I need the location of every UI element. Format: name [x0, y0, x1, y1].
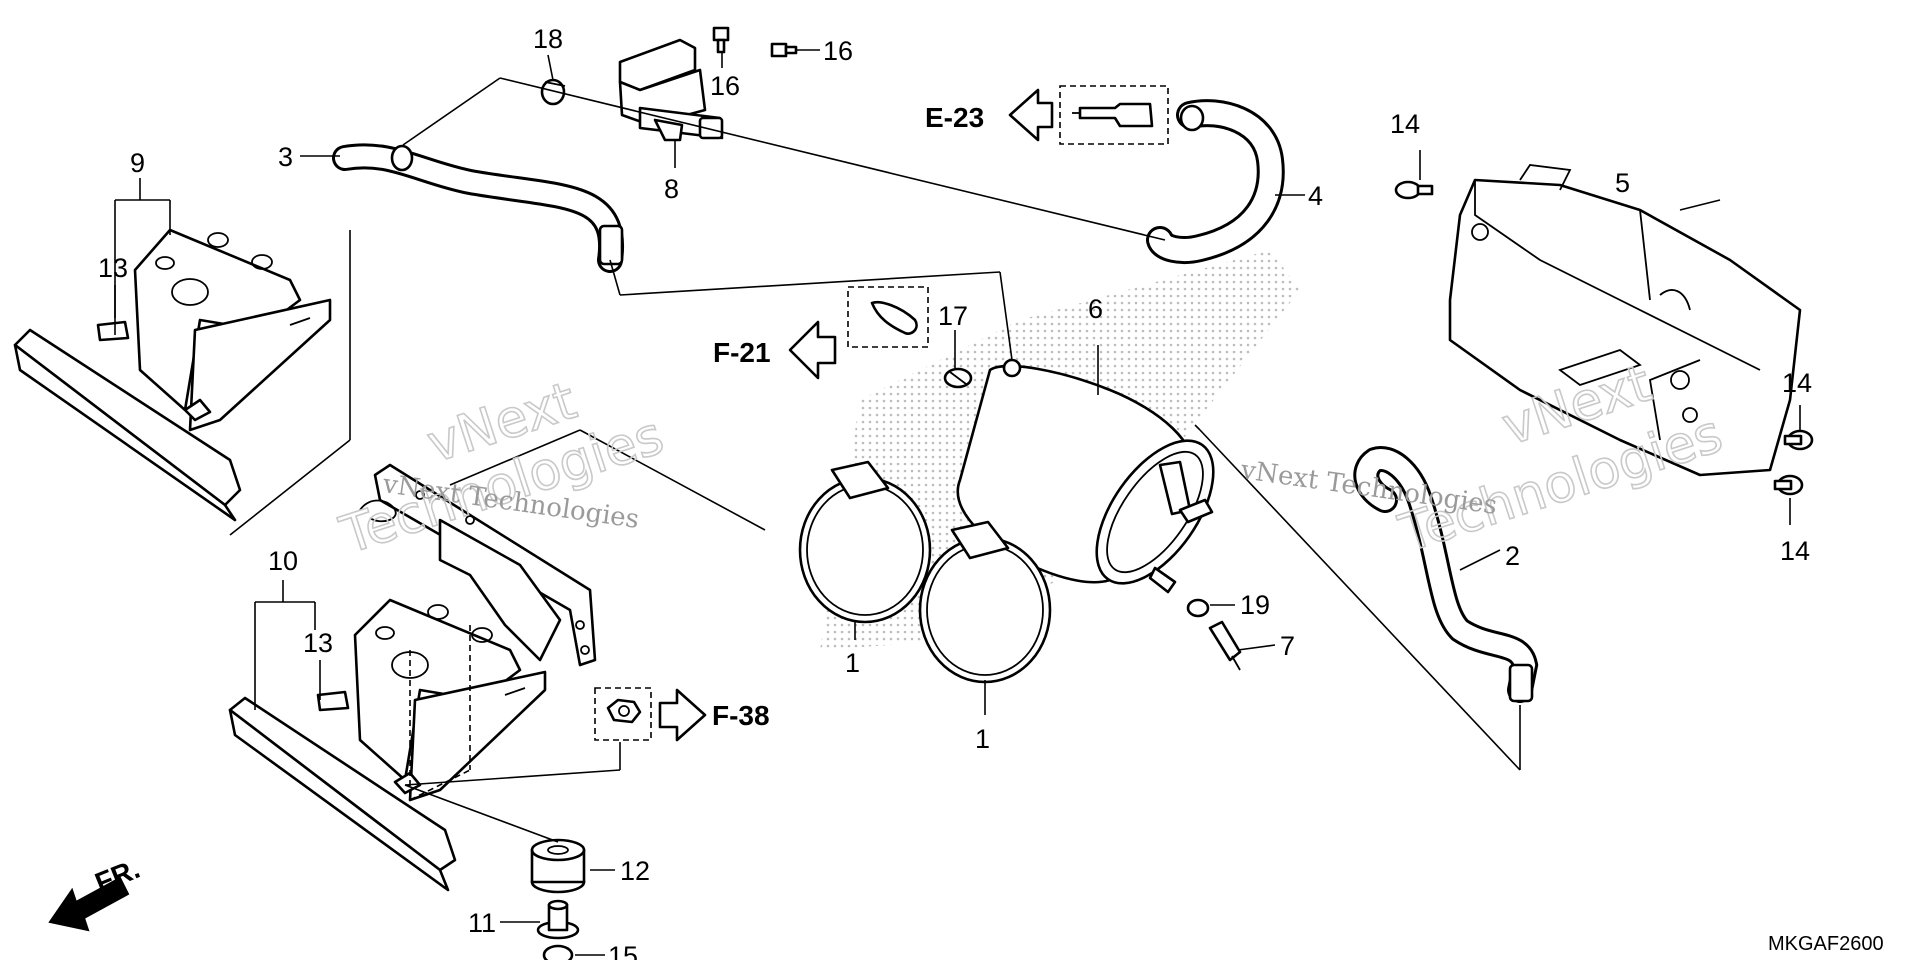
f38-nut — [606, 698, 642, 724]
callout-19: 19 — [1240, 590, 1270, 620]
callout-6: 6 — [1088, 294, 1103, 324]
front-label: FR. — [91, 853, 144, 899]
callout-12: 12 — [620, 856, 650, 886]
part-19-washer — [1186, 598, 1210, 618]
dashed-guide-3 — [409, 769, 471, 801]
f38-arrow — [658, 688, 707, 742]
part-6-canister — [956, 358, 1215, 594]
part-14-bolt-a — [1394, 180, 1434, 200]
callout-10: 10 — [268, 546, 298, 576]
callout-5: 5 — [1615, 168, 1630, 198]
callout-9: 9 — [130, 148, 145, 178]
part-5-cover — [1448, 164, 1802, 477]
callout-3: 3 — [278, 142, 293, 172]
callout-2: 2 — [1505, 541, 1520, 571]
part-14-bolt-b — [1783, 429, 1814, 451]
part-7-fitting — [1208, 620, 1242, 671]
part-12-grommet — [530, 838, 586, 894]
part-16-bolt-b — [770, 42, 798, 58]
part-4-hose — [1146, 99, 1285, 264]
leader-lines — [114, 49, 1801, 956]
ref-f21: F-21 — [713, 337, 771, 368]
diagram-code: MKGAF2600 — [1768, 933, 1884, 955]
e23-connector — [1072, 102, 1154, 128]
f21-dashed-box — [847, 286, 929, 348]
part-14-bolt-c — [1773, 474, 1804, 496]
callout-15: 15 — [608, 941, 638, 960]
f21-fitting — [870, 300, 918, 335]
part-17-clip — [943, 367, 973, 389]
callout-8: 8 — [664, 174, 679, 204]
callout-14-a: 14 — [1390, 109, 1420, 139]
front-arrow — [48, 876, 130, 932]
ref-f38: F-38 — [712, 700, 770, 731]
ref-e23: E-23 — [925, 102, 984, 133]
part-10-protector — [228, 598, 547, 892]
callout-13-b: 13 — [303, 628, 333, 658]
bracket — [359, 463, 597, 667]
callouts: 1 1 2 3 4 5 6 7 8 9 10 11 12 13 13 14 14… — [98, 24, 1812, 960]
part-3-hose — [332, 143, 625, 273]
leader-9-frame-b — [229, 439, 351, 536]
callout-14-b: 14 — [1782, 368, 1812, 398]
callout-11: 11 — [468, 908, 496, 938]
f21-arrow — [788, 320, 837, 380]
part-8-solenoid-valve — [618, 38, 724, 142]
part-16-bolt-a — [712, 26, 730, 54]
part-18-clip — [540, 78, 566, 106]
e23-dashed-box — [1059, 85, 1169, 145]
callout-17: 17 — [938, 301, 968, 331]
f38-dashed-box — [594, 687, 652, 741]
callout-18: 18 — [533, 24, 563, 54]
callout-13-a: 13 — [98, 253, 128, 283]
part-2-hose — [1353, 446, 1539, 703]
e23-arrow — [1008, 88, 1054, 142]
callout-1-b: 1 — [975, 724, 990, 754]
callout-14-c: 14 — [1780, 536, 1810, 566]
part-1-strap-b — [918, 520, 1052, 684]
callout-16-b: 16 — [823, 36, 853, 66]
part-15-nut — [542, 944, 574, 960]
part-11-collar — [536, 899, 580, 940]
part-1-strap-a — [798, 460, 932, 624]
callout-1-a: 1 — [845, 648, 860, 678]
callout-16-a: 16 — [710, 71, 740, 101]
part-9-protector — [13, 228, 332, 522]
callout-7: 7 — [1280, 631, 1295, 661]
callout-4: 4 — [1308, 181, 1323, 211]
